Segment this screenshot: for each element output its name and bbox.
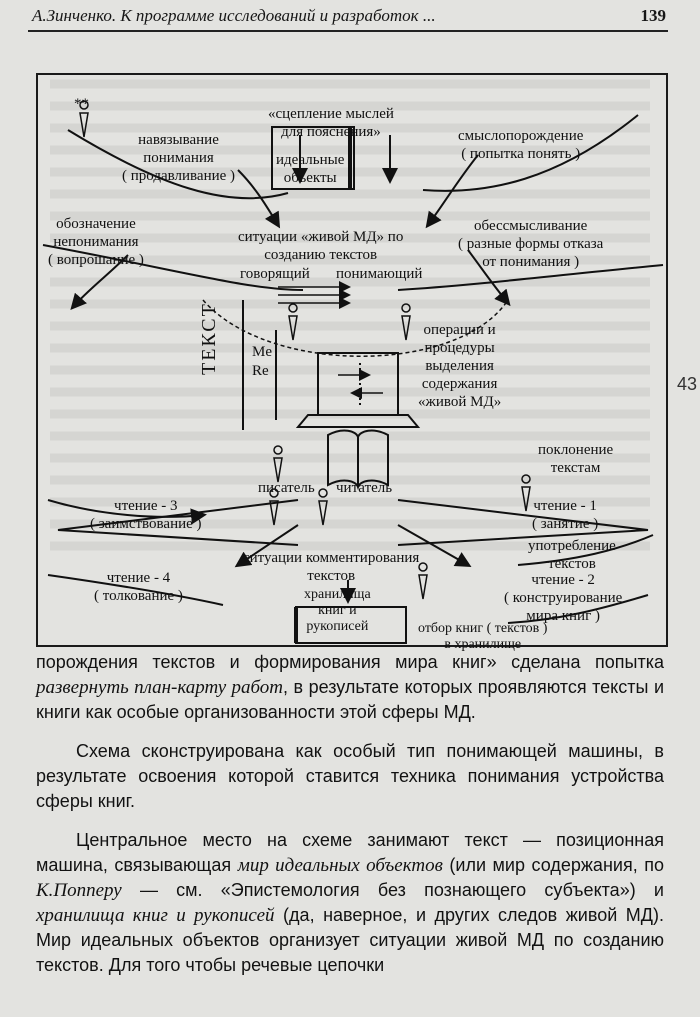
- monitor-base: [298, 415, 418, 427]
- label-chtenie-1: чтение - 1 ( занятие ): [532, 497, 598, 533]
- running-title: А.Зинченко. К программе исследований и р…: [32, 6, 436, 26]
- paragraph-3: Центральное место на схеме занимают текс…: [36, 828, 664, 978]
- paragraph-1: порождения текстов и формирования мира к…: [36, 650, 664, 725]
- p3-emphasis-3: хранилища книг и рукописей: [36, 905, 275, 926]
- p3-text-b: (или мир содержания, по: [443, 855, 664, 875]
- label-chitatel: читатель: [336, 479, 392, 497]
- scheme-diagram: ** «сцепление мыслей для пояснения» навя…: [36, 73, 668, 647]
- p1-text-a: порождения текстов и формирования мира к…: [36, 652, 664, 672]
- label-otbor-knig: отбор книг ( текстов ) в хранилище: [418, 621, 547, 653]
- label-oboznachenie: обозначение непонимания ( вопрошание ): [48, 215, 144, 269]
- label-chtenie-4: чтение - 4 ( толкование ): [94, 569, 183, 605]
- label-govoryashchiy: говорящий: [240, 265, 310, 283]
- page-number: 139: [641, 6, 667, 26]
- label-operacii: операции и процедуры выделения содержани…: [418, 321, 501, 411]
- label-hranilishcha: хранилища книг и рукописей: [304, 587, 371, 635]
- p1-emphasis: развернуть план-карту работ: [36, 677, 283, 698]
- person-icon: [319, 489, 327, 525]
- label-kommentirovanie: ситуации комментирования текстов: [243, 549, 419, 585]
- double-star-mark: **: [74, 95, 89, 113]
- p3-emphasis-1: мир идеальных объектов: [238, 855, 443, 876]
- monitor-screen: [318, 353, 398, 415]
- label-tekst: ТЕКСТ: [200, 302, 218, 375]
- label-ponimayushchiy: понимающий: [336, 265, 422, 283]
- paragraph-2: Схема сконструирована как особый тип пон…: [36, 739, 664, 814]
- label-pisatel: писатель: [258, 479, 315, 497]
- running-header: А.Зинченко. К программе исследований и р…: [28, 0, 668, 32]
- label-chtenie-2: чтение - 2 ( конструирование мира книг ): [504, 571, 622, 625]
- person-icon: [289, 304, 297, 340]
- body-text: порождения текстов и формирования мира к…: [36, 650, 664, 978]
- person-icon: [419, 563, 427, 599]
- label-idealnye-obekty: идеальные объекты: [276, 151, 344, 187]
- person-icon: [522, 475, 530, 511]
- label-obessmyslivanie: обессмысливание ( разные формы отказа от…: [458, 217, 603, 271]
- label-situacii-zhivoy-md: ситуации «живой МД» по созданию текстов: [238, 228, 403, 264]
- label-me: Me: [252, 343, 272, 361]
- p3-emphasis-2: К.Попперу: [36, 880, 122, 901]
- person-icon: [274, 446, 282, 482]
- label-navyazyvanie: навязывание понимания ( продавливание ): [122, 131, 235, 185]
- label-smysloporozhdenie: смыслопорождение ( попытка понять ): [458, 127, 583, 163]
- label-chtenie-3: чтение - 3 ( заимствование ): [90, 497, 202, 533]
- label-re: Re: [252, 362, 269, 380]
- side-margin-number: 43: [677, 374, 697, 395]
- person-icon: [402, 304, 410, 340]
- label-sceplenie: «сцепление мыслей для пояснения»: [268, 105, 394, 141]
- label-poklonenie: поклонение текстам: [538, 441, 613, 477]
- p3-text-c: — см. «Эпистемология без познающего субъ…: [122, 880, 664, 900]
- label-upotreblenie: употребление текстов: [528, 537, 616, 573]
